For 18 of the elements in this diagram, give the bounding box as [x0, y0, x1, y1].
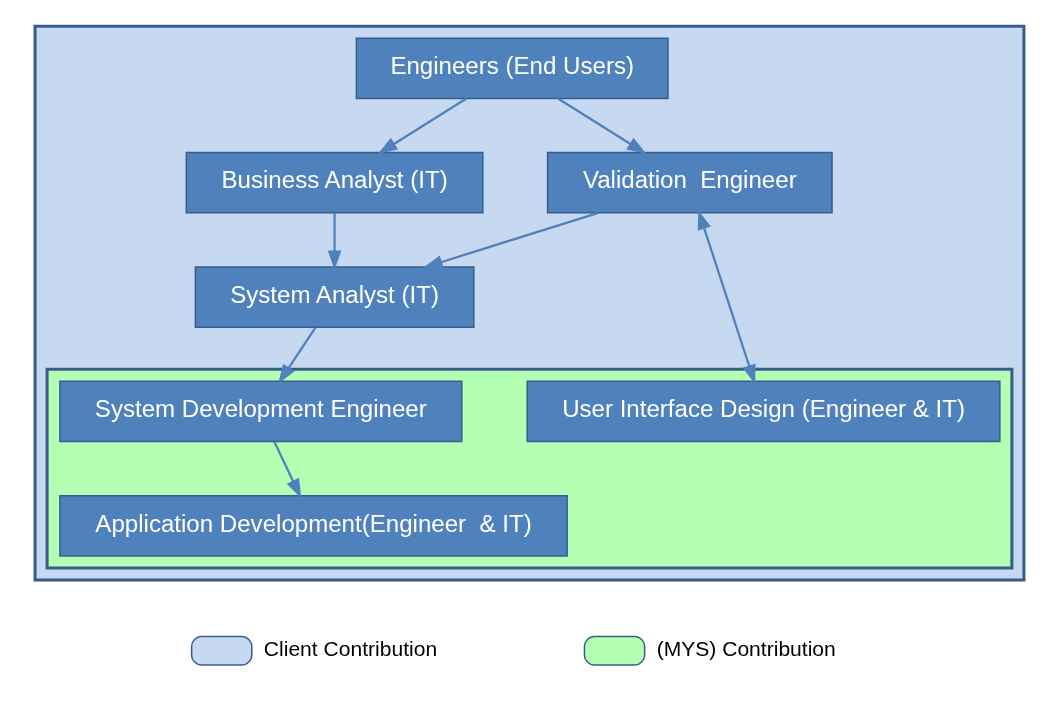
node-box: Engineers (End Users) — [355, 37, 669, 100]
node-box: Business Analyst (IT) — [185, 151, 484, 214]
legend-label: Client Contribution — [263, 637, 438, 661]
arrow — [697, 209, 756, 385]
cluster — [45, 367, 1014, 570]
arrow — [423, 211, 599, 269]
arrow — [278, 326, 317, 384]
arrow — [273, 441, 302, 499]
arrow — [557, 97, 647, 154]
node-box: System Analyst (IT) — [194, 266, 475, 328]
node-box: User Interface Design (Engineer & IT) — [526, 380, 1001, 443]
arrow — [377, 97, 468, 154]
node-box: System Development Engineer — [59, 380, 463, 443]
node-box: Application Development(Engineer & IT) — [59, 495, 568, 557]
cluster — [33, 24, 1026, 582]
legend-label: (MYS) Contribution — [656, 637, 836, 661]
node-box: Validation Engineer — [546, 151, 833, 214]
arrow — [327, 212, 342, 270]
